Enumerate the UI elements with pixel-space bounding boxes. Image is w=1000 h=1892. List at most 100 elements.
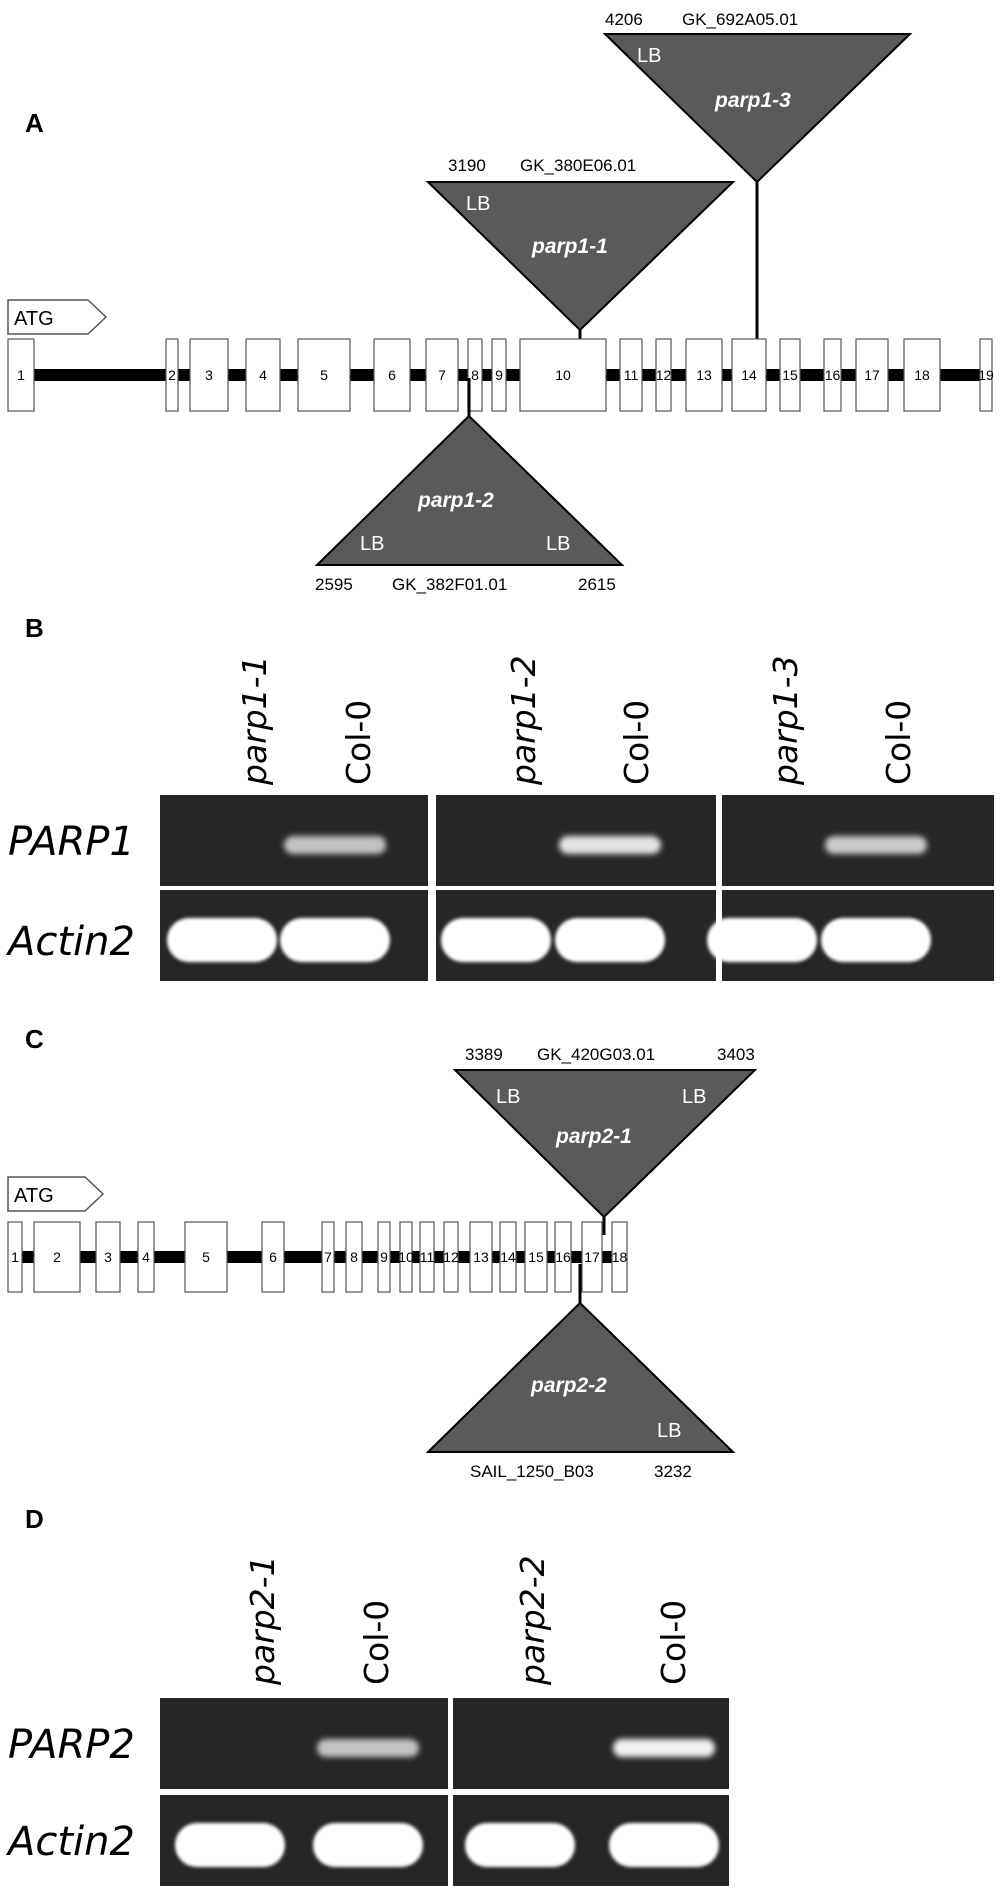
parp1-exon-label: 11 — [624, 367, 639, 383]
panel-b-letter: B — [25, 613, 44, 643]
insertion-position-label-right: 3403 — [717, 1045, 755, 1064]
row-label-parp2: PARP2 — [8, 1722, 135, 1768]
parp1-exon-label: 6 — [388, 367, 396, 383]
panel-b-band — [825, 836, 927, 855]
parp1-exon-12 — [655, 338, 672, 412]
insertion-line-label: GK_380E06.01 — [520, 156, 636, 175]
parp2-exon-15 — [524, 1221, 548, 1293]
panel-b-band-core — [715, 926, 809, 955]
panel-d-letter: D — [25, 1504, 44, 1534]
parp2-exon-label: 8 — [350, 1249, 358, 1265]
parp2-exon-label: 9 — [380, 1249, 388, 1265]
parp1-exon-1 — [7, 338, 35, 412]
parp2-exon-label: 18 — [612, 1249, 628, 1265]
parp1-exon-2 — [165, 338, 179, 412]
parp2-exon-14 — [499, 1221, 517, 1293]
gel-b-lane-label: Col-0 — [879, 700, 918, 785]
parp2-exon-10 — [399, 1221, 413, 1293]
parp1-exon-label: 17 — [864, 367, 880, 383]
allele-label: parp1-2 — [417, 489, 494, 512]
panel-b-band-core — [829, 926, 923, 955]
allele-label: parp1-3 — [714, 89, 791, 112]
parp1-exon-3 — [189, 338, 229, 412]
parp1-exon-label: 9 — [495, 367, 503, 383]
parp1-exon-4 — [245, 338, 281, 412]
parp2-exon-4 — [137, 1221, 155, 1293]
parp2-exon-7 — [321, 1221, 335, 1293]
row-label-parp1: PARP1 — [8, 819, 135, 865]
insertion-triangle — [314, 414, 625, 566]
lb-label-left: LB — [496, 1086, 520, 1108]
insertion-line-label: GK_420G03.01 — [537, 1045, 655, 1064]
insertion-parp2-2: parp2-2 LB SAIL_1250_B03 3232 — [425, 1264, 736, 1481]
gel-b-lane-label: Col-0 — [339, 700, 378, 785]
parp2-exon-label: 11 — [420, 1249, 435, 1265]
parp1-exon-9 — [491, 338, 507, 412]
panel-d-band — [317, 1739, 419, 1758]
atg-label: ATG — [14, 308, 54, 330]
panel-d-band-core — [473, 1831, 567, 1860]
parp2-exon-label: 6 — [269, 1249, 277, 1265]
insertion-position-label: 4206 — [605, 10, 643, 29]
panel-c-letter: C — [25, 1024, 44, 1054]
parp1-exon-label: 18 — [914, 367, 930, 383]
parp2-exon-label: 13 — [473, 1249, 489, 1265]
insertion-parp1-2: parp1-2 LB LB 2595 GK_382F01.01 2615 — [314, 378, 625, 594]
insertion-position-label-right: 2615 — [578, 575, 616, 594]
gel-images-b — [160, 795, 994, 981]
parp2-exon-label: 16 — [555, 1249, 571, 1265]
parp1-exon-7 — [425, 338, 459, 412]
parp1-exon-10 — [519, 338, 607, 412]
parp2-exon-6 — [261, 1221, 285, 1293]
panel-b-band-core — [175, 926, 269, 955]
panel-a: A 4206 GK_692A05.01 LB parp1-3 3190 GK_3… — [7, 10, 994, 594]
parp1-exon-label: 1 — [17, 367, 25, 383]
gel-b-lane-label: parp1-2 — [504, 655, 543, 786]
parp2-exon-label: 7 — [324, 1249, 332, 1265]
parp1-exon-11 — [619, 338, 643, 412]
parp2-exon-label: 15 — [528, 1249, 544, 1265]
parp1-exon-14 — [731, 338, 767, 412]
parp2-exon-label: 2 — [53, 1249, 61, 1265]
parp2-exon-label: 12 — [443, 1249, 459, 1265]
parp2-exon-16 — [554, 1221, 572, 1293]
parp2-exon-label: 3 — [104, 1249, 112, 1265]
parp2-exon-18 — [611, 1221, 628, 1293]
parp1-exon-label: 8 — [471, 367, 479, 383]
parp1-exon-label: 19 — [978, 367, 994, 383]
gel-b-lane-label: parp1-1 — [235, 655, 274, 786]
parp1-exon-8 — [467, 338, 483, 412]
panel-b-band-core — [563, 926, 657, 955]
parp2-exon-9 — [377, 1221, 391, 1293]
row-label-actin2-d: Actin2 — [5, 1819, 135, 1865]
parp1-exon-label: 15 — [782, 367, 798, 383]
parp1-exon-label: 2 — [168, 367, 176, 383]
panel-d-band-core — [321, 1831, 415, 1860]
parp1-exon-label: 4 — [259, 367, 267, 383]
panel-a-letter: A — [25, 108, 44, 138]
parp1-exon-label: 14 — [741, 367, 757, 383]
parp1-exon-label: 16 — [825, 367, 841, 383]
parp2-exon-2 — [33, 1221, 81, 1293]
parp2-exon-label: 4 — [142, 1249, 150, 1265]
insertion-line-label: SAIL_1250_B03 — [470, 1462, 594, 1481]
lb-label-right: LB — [546, 533, 570, 555]
parp2-exon-12 — [443, 1221, 459, 1293]
parp1-exon-label: 12 — [656, 367, 672, 383]
insertion-parp2-1: 3389 GK_420G03.01 3403 LB LB parp2-1 — [452, 1045, 758, 1235]
parp1-exon-18 — [903, 338, 941, 412]
gel-d-lane-label: Col-0 — [654, 1600, 693, 1685]
parp2-exon-label: 1 — [11, 1249, 19, 1265]
parp1-exon-label: 5 — [320, 367, 328, 383]
insertion-position-label: 3190 — [448, 156, 486, 175]
atg-label: ATG — [14, 1185, 54, 1207]
parp2-exon-label: 5 — [202, 1249, 210, 1265]
parp2-exon-13 — [469, 1221, 493, 1293]
allele-label: parp2-2 — [530, 1374, 607, 1397]
insertion-triangle — [425, 181, 736, 332]
panel-d-band-core — [183, 1831, 277, 1860]
atg-arrow-shape — [7, 1176, 105, 1212]
